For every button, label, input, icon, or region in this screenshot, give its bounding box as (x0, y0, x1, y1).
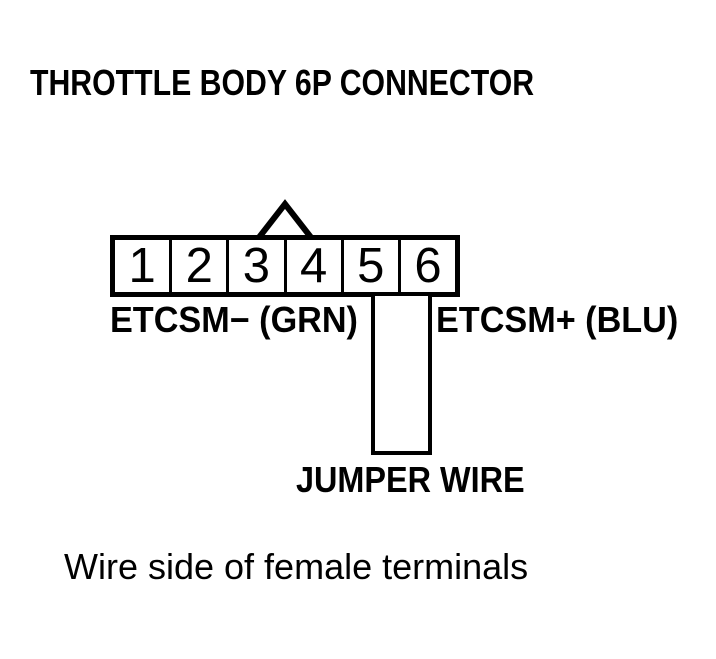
jumper-wire-label: JUMPER WIRE (296, 459, 525, 500)
jumper-wire-shape (371, 296, 432, 455)
terminal-cell-3: 3 (229, 238, 287, 293)
terminal-number: 2 (185, 238, 213, 293)
caption: Wire side of female terminals (64, 546, 529, 587)
terminal-cell-1: 1 (115, 238, 173, 293)
terminal-cell-5: 5 (344, 240, 401, 292)
connector-body: 1 2 3 4 5 6 (110, 235, 460, 297)
terminal-label-right: ETCSM+ (BLU) (436, 299, 679, 340)
terminal-cell-6: 6 (401, 240, 455, 292)
page-title: THROTTLE BODY 6P CONNECTOR (30, 62, 535, 103)
terminal-number: 1 (128, 238, 156, 293)
terminal-number: 4 (299, 238, 328, 293)
terminal-number: 3 (242, 238, 271, 293)
terminal-label-left: ETCSM− (GRN) (110, 299, 358, 340)
terminal-cell-2: 2 (172, 238, 230, 293)
triangle-up-icon (254, 199, 316, 242)
terminal-number: 5 (357, 238, 385, 293)
terminal-number: 6 (414, 238, 442, 293)
terminal-cell-4: 4 (287, 240, 344, 292)
